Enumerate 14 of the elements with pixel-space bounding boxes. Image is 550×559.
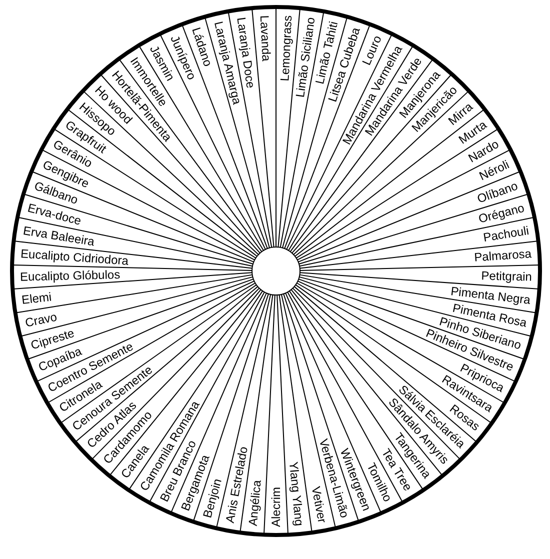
sector-label: Pachouli (482, 223, 530, 245)
sector-label: Ládano (189, 26, 215, 68)
sector-label: Erva Baleeira (22, 223, 96, 249)
sector-label: Petitgrain (481, 268, 532, 284)
sector-label: Alecrim (269, 486, 283, 527)
sector-label: Ylang Ylang (286, 461, 306, 527)
sector-label: Elemi (20, 290, 52, 308)
sector-label: Eucalipto Glóbulos (20, 268, 120, 284)
sector-label: Palmarosa (474, 246, 532, 264)
sector-label: Lavanda (257, 14, 274, 62)
sector-label: Lemongrass (278, 14, 295, 82)
sector-label: Eucalipto Cidriodora (20, 246, 129, 268)
sector-label: Cravo (24, 310, 58, 330)
sector-label: Angélica (246, 479, 264, 527)
